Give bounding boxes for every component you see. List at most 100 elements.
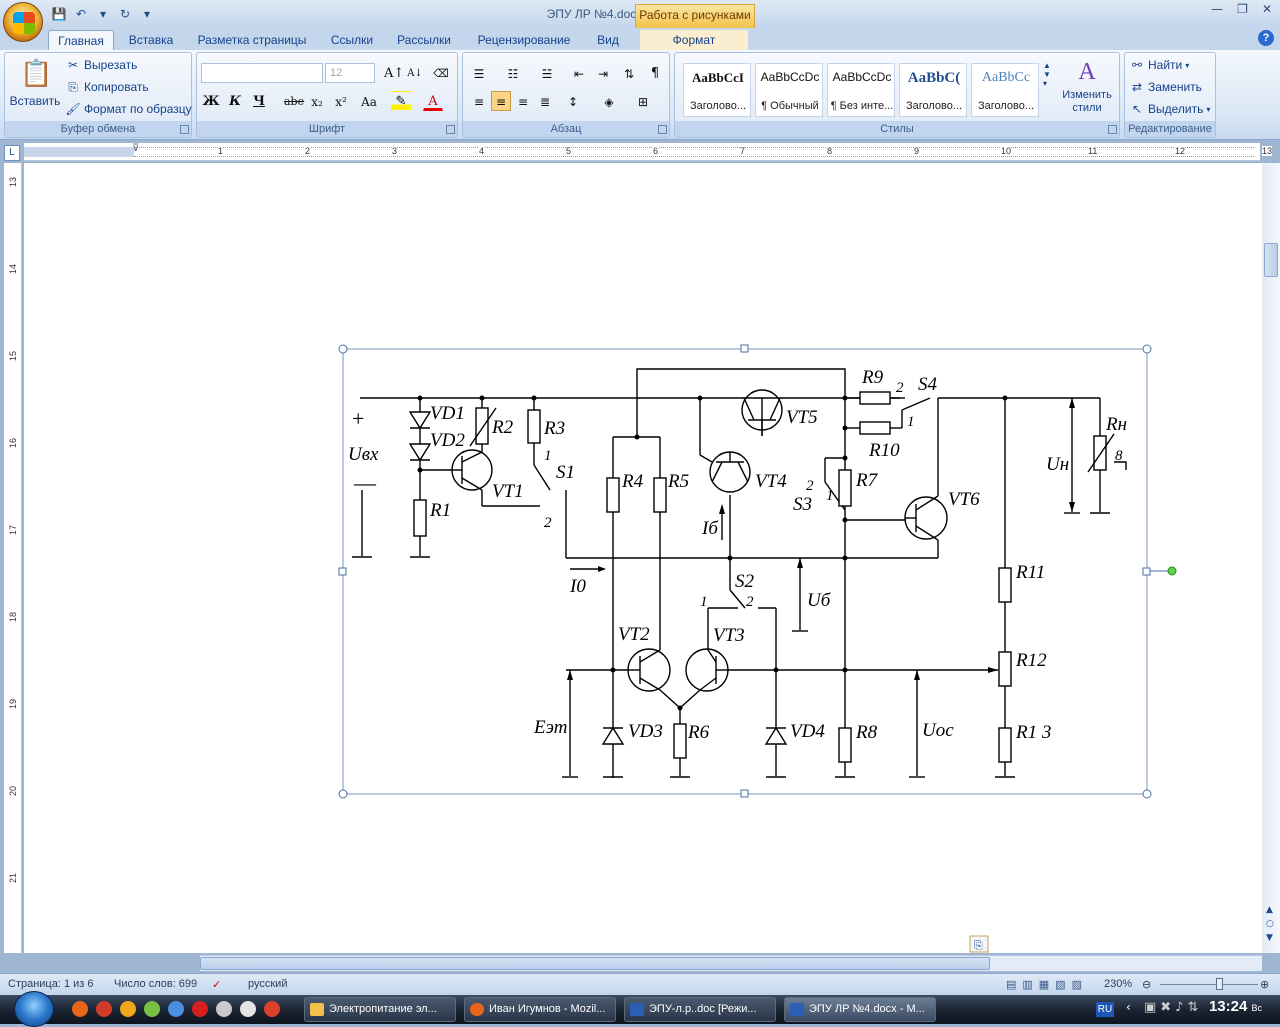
rotate-handle[interactable] — [1167, 566, 1177, 576]
app-icon[interactable] — [144, 1001, 160, 1017]
spellcheck-icon[interactable]: ✓ — [212, 978, 222, 991]
app-icon[interactable] — [120, 1001, 136, 1017]
tab-insert[interactable]: Вставка — [128, 33, 174, 47]
sort-icon[interactable]: ⇅ — [623, 67, 635, 81]
grow-font-icon[interactable]: A↑ — [384, 66, 405, 81]
help-icon[interactable]: ? — [1258, 30, 1274, 46]
app-icon[interactable] — [216, 1001, 232, 1017]
style-no-spacing[interactable]: AaBbCcDc¶ Без инте... — [827, 63, 895, 117]
change-case-button[interactable]: Aa — [361, 95, 377, 109]
office-button[interactable] — [3, 2, 43, 42]
styles-scroll-icon[interactable]: ▲▼▾ — [1043, 61, 1051, 88]
indent-marker-icon[interactable]: ⊽ — [132, 143, 140, 154]
tab-review[interactable]: Рецензирование — [477, 33, 571, 47]
zoom-in-icon[interactable]: ⊕ — [1260, 978, 1270, 991]
dropdown-arrow-icon[interactable]: ▾ — [99, 7, 107, 21]
page-indicator[interactable]: Страница: 1 из 6 — [8, 978, 94, 990]
taskbar-explorer[interactable]: Электропитание эл... — [304, 997, 456, 1022]
decrease-indent-icon[interactable]: ⇤ — [573, 67, 585, 81]
vertical-scroll-thumb[interactable] — [1264, 243, 1278, 277]
font-color-icon[interactable]: A — [423, 91, 443, 111]
start-button[interactable] — [14, 991, 54, 1027]
tray-expand-icon[interactable]: ‹ — [1126, 1000, 1131, 1014]
restore-icon[interactable]: ❐ — [1237, 2, 1248, 16]
clear-format-icon[interactable]: ⌫ — [433, 67, 449, 80]
word-count[interactable]: Число слов: 699 — [114, 978, 198, 990]
show-marks-icon[interactable]: ¶ — [650, 66, 660, 81]
bold-button[interactable]: Ж — [202, 94, 220, 109]
tab-home[interactable]: Главная — [48, 30, 114, 50]
style-heading2[interactable]: AaBbC(Заголово... — [899, 63, 967, 117]
media-player-icon[interactable] — [168, 1001, 184, 1017]
zoom-slider-thumb[interactable] — [1216, 978, 1223, 990]
firefox-icon[interactable] — [72, 1001, 88, 1017]
select-button[interactable]: ↖Выделить▾ — [1129, 101, 1210, 117]
undo-icon[interactable]: ↶ — [75, 7, 87, 21]
language-indicator[interactable]: русский — [248, 978, 288, 990]
superscript-button[interactable]: x² — [335, 95, 347, 109]
line-spacing-icon[interactable]: ↕ — [567, 95, 579, 109]
close-icon[interactable]: ✕ — [1261, 2, 1272, 16]
copy-button[interactable]: ⎘Копировать — [65, 79, 148, 95]
font-size-input[interactable]: 12 — [325, 63, 375, 83]
underline-button[interactable]: Ч — [253, 94, 265, 109]
dialog-launcher-icon[interactable] — [180, 125, 189, 134]
tab-mailings[interactable]: Рассылки — [397, 33, 451, 47]
highlight-icon[interactable]: ✎ — [391, 91, 411, 111]
shading-icon[interactable]: ◈ — [604, 95, 614, 109]
style-normal[interactable]: AaBbCcDc¶ Обычный — [755, 63, 823, 117]
tab-view[interactable]: Вид — [597, 33, 619, 47]
paste-options-icon[interactable] — [969, 935, 989, 953]
replace-button[interactable]: ⇄Заменить — [1129, 79, 1202, 95]
view-buttons-icon[interactable]: ▤▥▦▧▨ — [1006, 978, 1088, 991]
change-styles-button[interactable]: A Изменить стили — [1057, 59, 1117, 115]
justify-icon[interactable]: ≣ — [539, 95, 551, 109]
subscript-button[interactable]: x₂ — [311, 95, 323, 109]
find-button[interactable]: ⚯Найти▾ — [1129, 57, 1189, 73]
tab-format[interactable]: Формат — [640, 30, 748, 50]
align-left-icon[interactable]: ≡ — [473, 95, 485, 109]
vertical-scrollbar[interactable]: ▲○▼ — [1262, 163, 1280, 953]
horizontal-scrollbar[interactable] — [200, 955, 1262, 971]
tray-icons[interactable]: ▣✖♪⇅ — [1144, 1000, 1203, 1015]
app-icon[interactable] — [96, 1001, 112, 1017]
app-icon[interactable] — [240, 1001, 256, 1017]
taskbar-firefox[interactable]: Иван Игумнов - Mozil... — [464, 997, 616, 1022]
font-name-input[interactable] — [201, 63, 323, 83]
cut-button[interactable]: ✂Вырезать — [65, 57, 137, 73]
taskbar-word-doc2[interactable]: ЭПУ ЛР №4.docx - M... — [784, 997, 936, 1022]
opera-icon[interactable] — [192, 1001, 208, 1017]
format-painter-button[interactable]: 🖌Формат по образцу — [65, 101, 191, 117]
numbering-icon[interactable]: ☷ — [507, 67, 519, 81]
align-right-icon[interactable]: ≡ — [517, 95, 529, 109]
customize-qat-icon[interactable]: ▾ — [143, 7, 151, 21]
align-center-icon[interactable]: ≡ — [491, 91, 511, 111]
shrink-font-icon[interactable]: A↓ — [407, 68, 423, 79]
clock[interactable]: 13:24 Вс — [1208, 998, 1262, 1015]
taskbar-word-doc1[interactable]: ЭПУ-л.р..doc [Режи... — [624, 997, 776, 1022]
language-indicator-tray[interactable]: RU — [1096, 1002, 1114, 1017]
app-icon[interactable] — [264, 1001, 280, 1017]
zoom-slider[interactable] — [1160, 984, 1258, 985]
zoom-level[interactable]: 230% — [1104, 978, 1133, 990]
document-page[interactable]: VD1 VD2 R2 R3 R1 VT1 S1 R4 R5 VT4 VT5 R9… — [24, 163, 1262, 953]
strikethrough-button[interactable]: abe — [284, 95, 305, 108]
dialog-launcher-icon[interactable] — [1108, 125, 1117, 134]
multilevel-list-icon[interactable]: ☱ — [541, 67, 553, 81]
bullets-icon[interactable]: ☰ — [473, 67, 485, 81]
increase-indent-icon[interactable]: ⇥ — [597, 67, 609, 81]
borders-icon[interactable]: ⊞ — [637, 95, 649, 109]
circuit-diagram[interactable]: VD1 VD2 R2 R3 R1 VT1 S1 R4 R5 VT4 VT5 R9… — [24, 163, 1262, 953]
dialog-launcher-icon[interactable] — [658, 125, 667, 134]
minimize-icon[interactable]: — — [1211, 2, 1224, 16]
tab-page-layout[interactable]: Разметка страницы — [197, 33, 307, 47]
browse-object-icons[interactable]: ▲○▼ — [1266, 905, 1274, 943]
save-icon[interactable]: 💾 — [51, 7, 67, 21]
tab-references[interactable]: Ссылки — [330, 33, 374, 47]
italic-button[interactable]: К — [229, 94, 241, 109]
paste-button[interactable]: 📋 Вставить — [9, 57, 61, 108]
